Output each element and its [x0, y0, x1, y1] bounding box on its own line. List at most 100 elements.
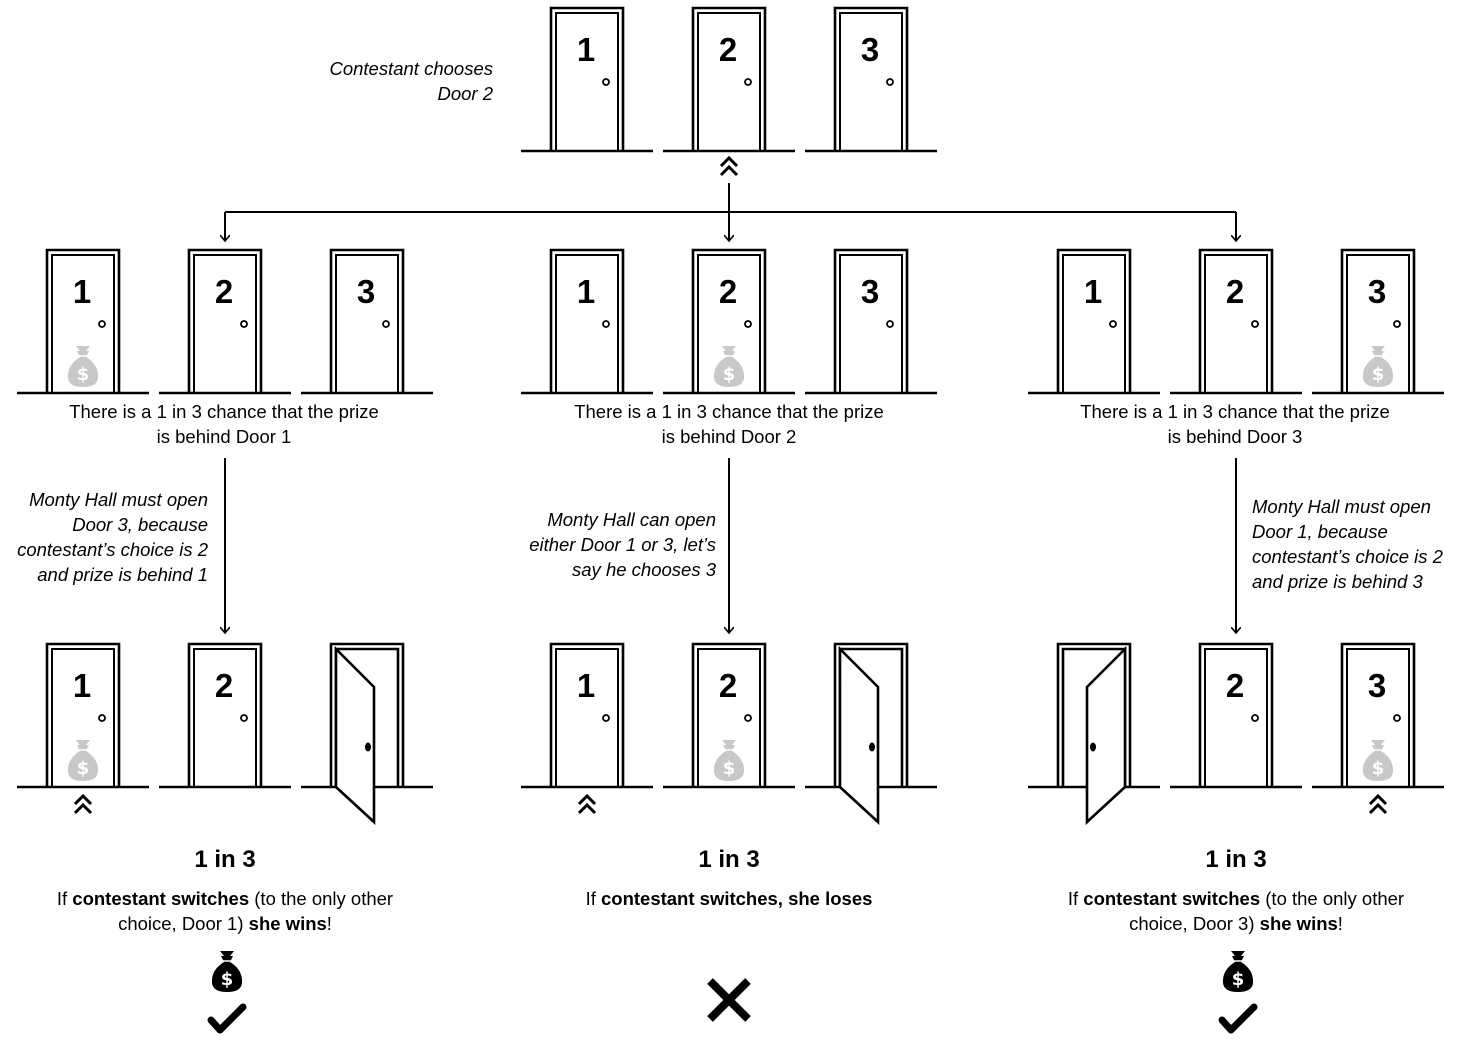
- scenario-1-check-icon: [207, 1003, 247, 1034]
- door-number: 2: [215, 273, 233, 310]
- door-knob: [886, 78, 894, 86]
- scenario-2-monty-line-3: say he chooses 3: [572, 559, 717, 580]
- scenario-3-chance-line-1: There is a 1 in 3 chance that the prize: [1080, 401, 1390, 422]
- door-panel: [697, 254, 761, 393]
- scenario-1-chance-line-1: There is a 1 in 3 chance that the prize: [69, 401, 379, 422]
- door-frame: [549, 642, 625, 787]
- scenario-1-bottom-door-1: 1$: [17, 642, 149, 789]
- svg-text:$: $: [1232, 969, 1245, 990]
- door-frame: [833, 6, 909, 151]
- door-panel: [555, 648, 619, 787]
- door-knob: [869, 742, 875, 752]
- scenario-1-moneybag-icon: $: [211, 951, 243, 992]
- scenario-1-bottom-door-2: 2: [159, 642, 291, 789]
- door-frame: [329, 248, 405, 393]
- door-frame: [1056, 248, 1132, 393]
- scenario-1-monty-line-4: and prize is behind 1: [37, 564, 208, 585]
- scenario-2-bottom-door-1: 1: [521, 642, 653, 789]
- door-knob: [382, 320, 390, 328]
- top-caption-line-2: Door 2: [437, 83, 493, 104]
- scenario-1-chance-line-2: is behind Door 1: [157, 426, 292, 447]
- scenario-1-middle-door-2: 2: [159, 248, 291, 395]
- scenario-3-text: There is a 1 in 3 chance that the prize …: [1068, 401, 1444, 934]
- tree-connectors: [225, 183, 1236, 633]
- scenario-2-switch-chevron-icon: [577, 793, 597, 815]
- door-knob: [1393, 714, 1401, 722]
- door-knob: [240, 320, 248, 328]
- door-knob: [744, 78, 752, 86]
- scenario-2-bottom-door-3-open: [805, 642, 937, 825]
- svg-text:$: $: [221, 969, 234, 990]
- door-panel: [1204, 254, 1268, 393]
- prize-moneybag-icon: $: [713, 346, 745, 387]
- top-caption: Contestant chooses Door 2: [329, 58, 493, 104]
- door-frame: [1340, 248, 1416, 393]
- scenario-2-result-line-1: If contestant switches, she loses: [586, 888, 873, 909]
- door-knob: [365, 742, 371, 752]
- top-door-1: 1: [521, 6, 653, 153]
- prize-moneybag-icon: $: [1362, 346, 1394, 387]
- scenario-3-monty-line-3: contestant’s choice is 2: [1252, 546, 1444, 567]
- prize-moneybag-icon: $: [67, 740, 99, 781]
- top-door-3: 3: [805, 6, 937, 153]
- door-knob: [1251, 320, 1259, 328]
- door-panel: [1062, 254, 1126, 393]
- door-knob: [1393, 320, 1401, 328]
- door-panel: [51, 648, 115, 787]
- open-door-panel: [838, 645, 880, 825]
- door-number: 3: [861, 31, 879, 68]
- open-door-panel: [334, 645, 376, 825]
- door-number: 2: [719, 273, 737, 310]
- scenario-3-result-line-1: If contestant switches (to the only othe…: [1068, 888, 1404, 909]
- door-frame: [691, 642, 767, 787]
- door-knob: [602, 714, 610, 722]
- scenario-1-text: There is a 1 in 3 chance that the prize …: [17, 401, 393, 934]
- door-knob: [240, 714, 248, 722]
- open-door-panel: [1085, 645, 1127, 825]
- scenario-3-result-line-2: choice, Door 3) she wins!: [1129, 913, 1343, 934]
- scenario-3-middle-door-1: 1: [1028, 248, 1160, 395]
- door-frame: [833, 248, 909, 393]
- scenario-1-probability: 1 in 3: [194, 846, 255, 873]
- scenario-2-chance-line-2: is behind Door 2: [662, 426, 797, 447]
- door-panel: [193, 254, 257, 393]
- door-panel: [697, 12, 761, 151]
- svg-text:$: $: [1372, 364, 1385, 385]
- door-number: 1: [73, 667, 91, 704]
- scenario-2-middle-door-2: 2$: [663, 248, 795, 395]
- scenario-3-chance-line-2: is behind Door 3: [1168, 426, 1303, 447]
- door-frame: [187, 642, 263, 787]
- scenario-2-text: There is a 1 in 3 chance that the prize …: [529, 401, 884, 909]
- door-knob: [886, 320, 894, 328]
- door-knob: [744, 714, 752, 722]
- door-panel: [1346, 648, 1410, 787]
- door-number: 1: [577, 31, 595, 68]
- scenario-3-monty-line-2: Door 1, because: [1252, 521, 1388, 542]
- scenario-1-bottom-door-3-open: [301, 642, 433, 825]
- door-number: 1: [1084, 273, 1102, 310]
- prize-moneybag-icon: $: [713, 740, 745, 781]
- scenario-2-middle-door-3: 3: [805, 248, 937, 395]
- scenario-2-chance-line-1: There is a 1 in 3 chance that the prize: [574, 401, 884, 422]
- door-knob: [98, 320, 106, 328]
- scenario-2-monty-line-1: Monty Hall can open: [547, 509, 716, 530]
- door-knob: [1109, 320, 1117, 328]
- scenario-3-bottom-door-1-open: [1028, 642, 1160, 825]
- door-panel: [51, 254, 115, 393]
- door-frame: [549, 6, 625, 151]
- scenario-2-cross-icon: [707, 978, 751, 1022]
- scenario-1-switch-chevron-icon: [73, 793, 93, 815]
- door-frame: [45, 248, 121, 393]
- door-frame: [691, 248, 767, 393]
- door-number: 2: [1226, 667, 1244, 704]
- icons-layer: $$: [73, 155, 1388, 1034]
- door-frame: [549, 248, 625, 393]
- door-panel: [839, 254, 903, 393]
- scenario-1-result-line-1: If contestant switches (to the only othe…: [57, 888, 393, 909]
- door-number: 1: [577, 667, 595, 704]
- scenario-2-bottom-door-2: 2$: [663, 642, 795, 789]
- door-panel: [839, 12, 903, 151]
- svg-text:$: $: [77, 364, 90, 385]
- top-door-2: 2: [663, 6, 795, 153]
